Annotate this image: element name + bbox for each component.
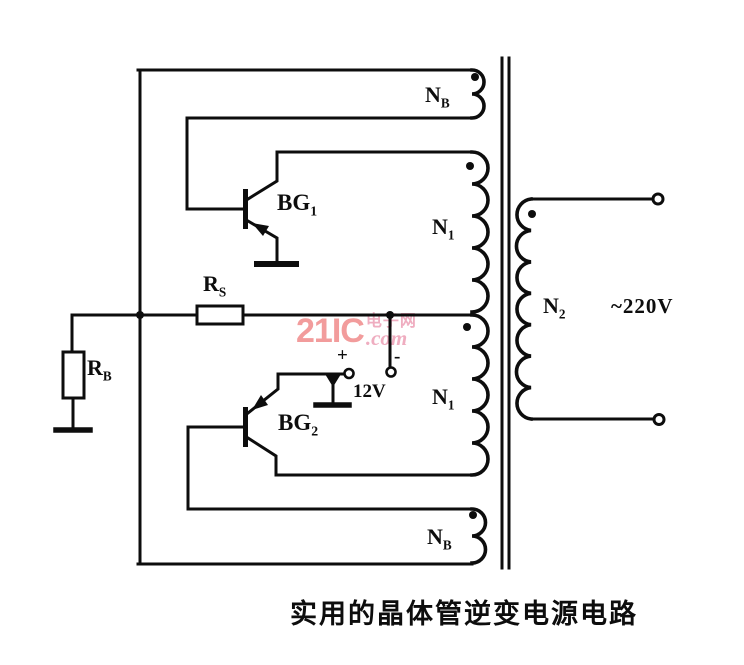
watermark-brand: 21IC	[296, 312, 365, 350]
winding-primary-top	[470, 150, 490, 314]
junction-dots	[136, 311, 394, 319]
bg2-emitter-arrow	[252, 395, 268, 410]
resistor-rb	[61, 313, 86, 430]
wire-feedback-bottom	[186, 425, 474, 511]
label-winding-nb-top: NB	[425, 82, 450, 111]
label-transistor-bg1: BG1	[277, 190, 318, 219]
label-battery-minus: -	[394, 346, 401, 367]
bg1-emitter-arrow	[252, 223, 269, 236]
wire-bottom	[136, 561, 474, 566]
bg2-collector	[245, 435, 474, 477]
label-transistor-bg2: BG2	[278, 410, 319, 439]
bg1-collector	[245, 150, 474, 202]
winding-primary-bottom	[470, 313, 490, 477]
label-resistor-rs: RS	[203, 271, 227, 300]
transistor-bg2	[243, 372, 474, 477]
label-battery-voltage: 12V	[353, 381, 386, 402]
label-resistor-rb: RB	[87, 355, 112, 384]
transistor-bg1	[243, 150, 474, 264]
wire-feedback-top	[185, 116, 474, 211]
polarity-dots	[463, 73, 536, 519]
label-battery-plus: +	[337, 345, 348, 366]
winding-feedback-top	[470, 68, 486, 120]
terminal-output-top	[651, 192, 665, 206]
label-winding-n1-bottom: N1	[432, 384, 455, 413]
ground-supply	[313, 374, 352, 408]
bg2-emitter	[245, 372, 280, 416]
watermark-domain: .com	[365, 326, 408, 350]
label-winding-nb-bottom: NB	[427, 524, 452, 553]
resistor-rs	[195, 304, 245, 326]
terminal-plus	[343, 367, 355, 380]
label-winding-n1-top: N1	[432, 214, 455, 243]
caption: 实用的晶体管逆变电源电路	[290, 599, 638, 629]
label-output-voltage: ~220V	[611, 294, 674, 318]
terminal-minus	[385, 366, 397, 378]
transformer-core	[500, 56, 511, 570]
winding-secondary	[514, 197, 533, 421]
terminal-output-bottom	[652, 413, 666, 426]
winding-feedback-bottom	[470, 507, 488, 565]
label-winding-n2: N2	[543, 293, 566, 322]
